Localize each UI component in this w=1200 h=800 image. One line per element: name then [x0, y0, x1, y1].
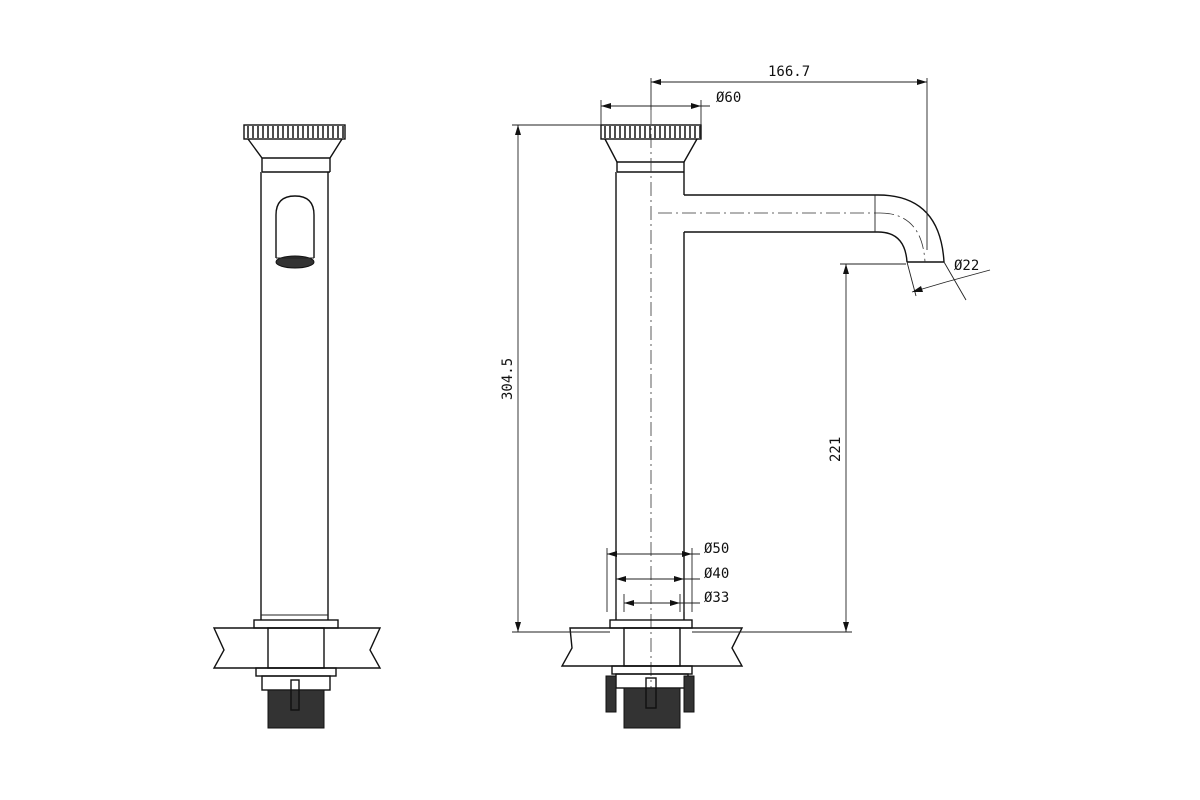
- side-countertop: [212, 619, 382, 669]
- side-outlet-window: [275, 195, 315, 269]
- dim-label-outlet-diameter: Ø22: [954, 258, 979, 274]
- front-shank: [605, 627, 695, 729]
- dim-label-base-33: Ø33: [704, 590, 729, 606]
- side-handle-knurl: [243, 124, 346, 173]
- dim-label-base-50: Ø50: [704, 541, 729, 557]
- dimension-labels: 166.7 Ø60 Ø22 304.5 221 Ø50 Ø40 Ø33: [500, 64, 979, 606]
- dim-label-base-40: Ø40: [704, 566, 729, 582]
- front-spout: [658, 194, 945, 263]
- side-shank: [255, 627, 337, 729]
- dim-label-spout-height: 221: [828, 437, 844, 462]
- front-countertop: [560, 619, 744, 667]
- side-body: [260, 172, 329, 620]
- dim-label-total-height: 304.5: [500, 358, 516, 400]
- dim-label-spout-reach: 166.7: [768, 64, 810, 80]
- front-view: [560, 110, 945, 729]
- dim-label-top-diameter: Ø60: [716, 90, 741, 106]
- dimension-lines: [512, 78, 991, 633]
- side-view: [212, 124, 382, 729]
